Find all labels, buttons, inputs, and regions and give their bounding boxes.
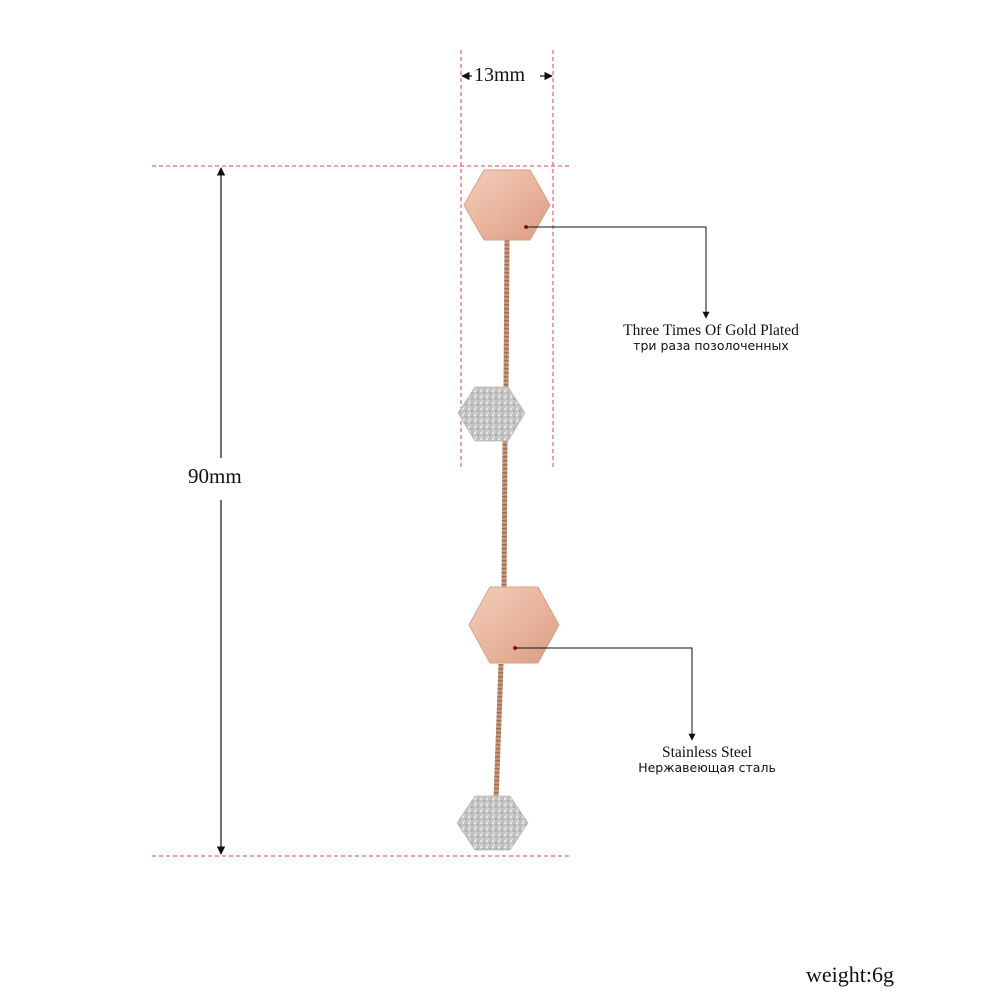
snake-chain <box>493 239 510 801</box>
guide-lines <box>152 50 572 857</box>
callout-leader-1 <box>524 225 710 319</box>
callout-label-en: Three Times Of Gold Plated <box>623 322 799 339</box>
callout-leader-2 <box>513 646 696 741</box>
glitter-silver-hexagon-icon <box>456 795 529 851</box>
callout-label-ru: три раза позолоченных <box>633 338 789 354</box>
callout-stainless-steel: Stainless Steel Нержавеющая сталь <box>602 744 812 776</box>
width-dimension-label: 13mm <box>474 64 526 86</box>
callout-label-ru: Нержавеющая сталь <box>638 760 776 776</box>
rose-gold-hexagon-icon <box>468 586 560 664</box>
height-dimension-label: 90mm <box>188 464 242 488</box>
callout-label-en: Stainless Steel <box>662 744 752 761</box>
weight-label: weight:6g <box>806 962 894 987</box>
glitter-silver-hexagon-icon <box>457 386 526 442</box>
rose-gold-hexagon-icon <box>463 169 551 241</box>
callout-gold-plated: Three Times Of Gold Plated три раза позо… <box>596 322 826 354</box>
